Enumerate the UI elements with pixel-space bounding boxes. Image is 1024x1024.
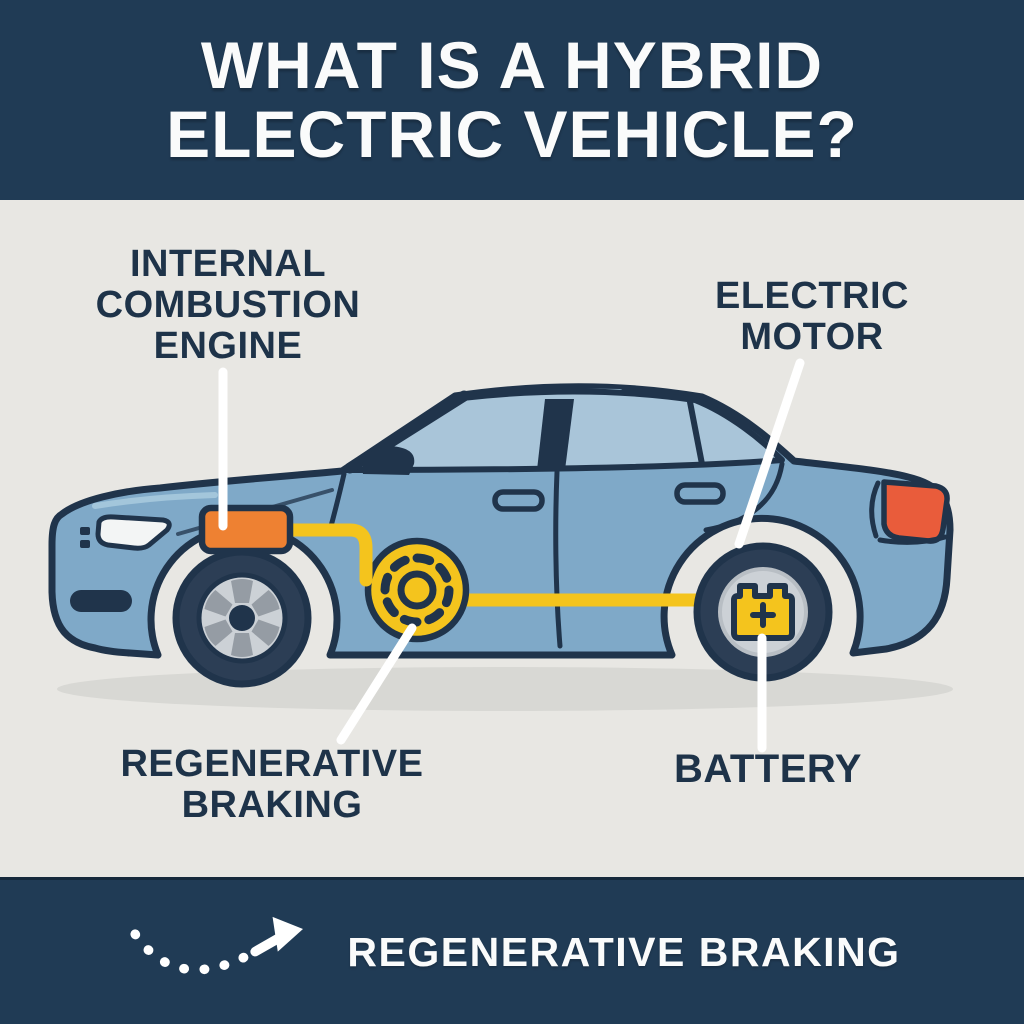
door-handle-front [492,489,545,512]
power-cable-engine [281,523,373,587]
label-line: REGENERATIVE [120,743,424,785]
label-line: ENGINE [153,325,303,368]
leader-line-electric-motor [734,358,805,549]
label-internal-combustion-engine: INTERNAL COMBUSTION ENGINE [63,243,393,368]
label-line: BATTERY [674,747,862,791]
side-mirror [362,446,415,475]
hood-highlight [92,492,218,509]
label-battery: BATTERY [608,747,928,791]
header-banner: WHAT IS A HYBRID ELECTRIC VEHICLE? [0,0,1024,200]
taillight [881,479,950,544]
headlight [95,514,172,551]
title-line-1: WHAT IS A HYBRID [200,28,824,103]
diagram-area: INTERNAL COMBUSTION ENGINE ELECTRIC MOTO… [0,200,1024,877]
door-seam [553,469,563,649]
engine-block [198,504,294,555]
label-line: ELECTRIC [715,275,909,317]
label-line: INTERNAL [129,243,327,285]
door-handle-rear [674,482,726,505]
battery-icon [731,583,795,641]
car-illustration [48,358,954,753]
page-title: WHAT IS A HYBRID ELECTRIC VEHICLE? [166,31,858,168]
label-electric-motor: ELECTRIC MOTOR [652,275,972,359]
fog-light-strip [70,590,132,612]
rear-bumper-seam [877,534,948,545]
b-pillar [537,399,574,470]
footer-legend: REGENERATIVE BRAKING [347,928,901,975]
label-line: COMBUSTION [95,284,361,327]
label-line: BRAKING [181,784,363,827]
rear-door-seam [703,461,785,533]
trunk-seam [869,480,881,539]
leader-line-regenerative-braking [336,623,417,745]
grille-vents [80,527,90,548]
c-pillar-line [687,399,705,467]
regenerative-braking-disc-icon [364,537,470,643]
label-regenerative-braking: REGENERATIVE BRAKING [52,743,492,827]
ground-shadow [57,667,953,711]
regenerative-braking-arrow-icon [130,916,304,975]
footer-banner: REGENERATIVE BRAKING [0,877,1024,1024]
front-wheel [172,548,312,688]
title-line-2: ELECTRIC VEHICLE? [166,97,858,171]
label-line: MOTOR [740,316,884,359]
